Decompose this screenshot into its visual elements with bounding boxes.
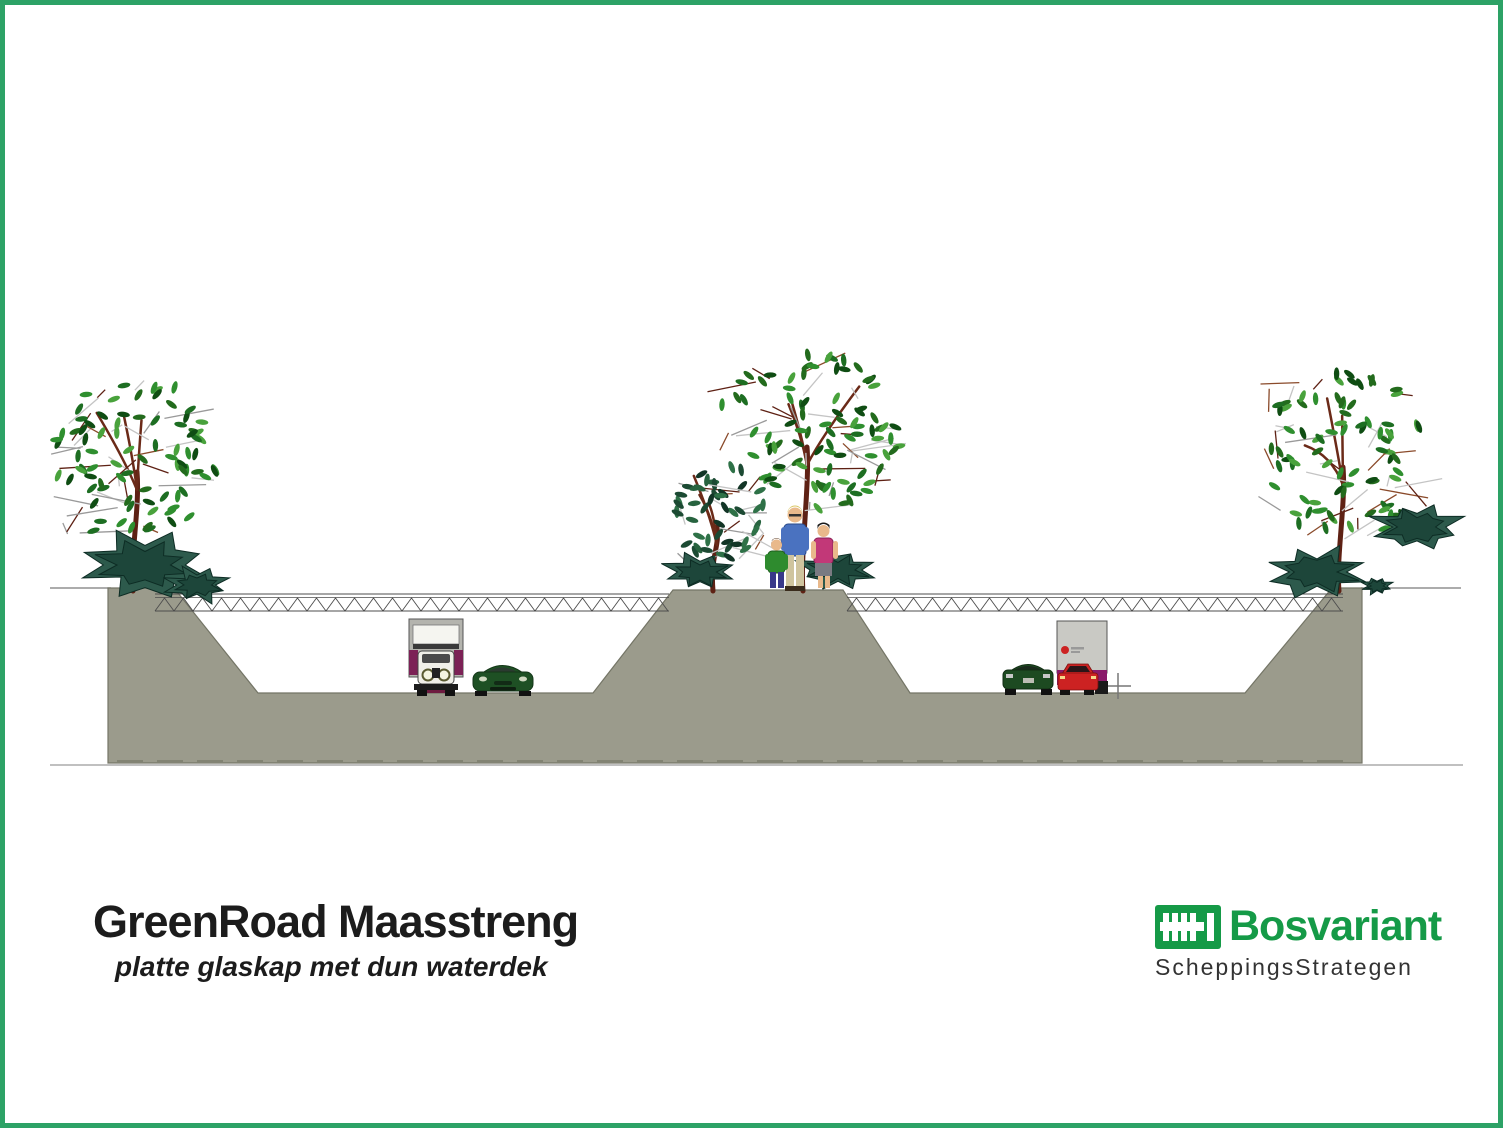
people-group xyxy=(765,505,838,591)
page-title: GreenRoad Maasstreng xyxy=(93,896,579,947)
center-bush-left xyxy=(661,551,734,588)
vegetation-layer xyxy=(50,348,1467,605)
box-truck-front xyxy=(408,618,464,696)
left-bush-small xyxy=(162,565,232,605)
man-figure xyxy=(781,505,809,591)
logo-tagline: ScheppingsStrategen xyxy=(1155,954,1413,980)
fence-comb-icon xyxy=(1155,904,1221,949)
woman-figure xyxy=(811,522,838,588)
center-small-tree xyxy=(671,461,780,594)
child-figure xyxy=(765,538,788,588)
right-tree xyxy=(1258,367,1443,594)
page-subtitle: platte glaskap met dun waterdek xyxy=(115,951,548,983)
concrete-structure xyxy=(107,587,1363,764)
green-sports-car-front xyxy=(472,665,534,696)
center-large-tree xyxy=(707,348,906,594)
green-car-rear xyxy=(1002,664,1054,695)
right-bush-upper xyxy=(1367,504,1467,550)
title-block: GreenRoad Maasstreng platte glaskap met … xyxy=(93,896,579,983)
cross-section-diagram xyxy=(50,348,1467,766)
glass-roof-truss-right xyxy=(846,593,1343,612)
right-bush-main xyxy=(1268,544,1368,599)
left-tree xyxy=(50,380,220,594)
box-truck-rear xyxy=(1056,620,1108,695)
logo-wordmark: Bosvariant xyxy=(1229,902,1442,950)
right-bush-sprig xyxy=(1359,577,1395,596)
survey-cross-marker xyxy=(1105,673,1131,699)
bosvariant-logo: Bosvariant ScheppingsStrategen xyxy=(1155,902,1442,981)
glass-roof-truss-left xyxy=(154,593,669,612)
